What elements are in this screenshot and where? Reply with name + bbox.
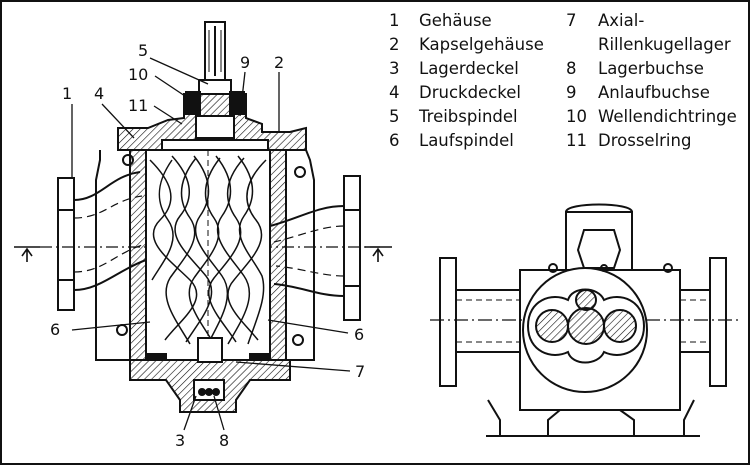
legend-number: 6 — [389, 131, 400, 150]
pressure-cover — [117, 91, 307, 151]
legend-label: Lagerdeckel — [419, 59, 519, 78]
callout-8: 8 — [219, 431, 230, 450]
legend-label: Drosselring — [598, 131, 692, 150]
callout-2: 2 — [274, 53, 285, 72]
legend-label: Lagerbuchse — [598, 59, 704, 78]
legend-item: 8 Lagerbuchse — [566, 57, 737, 81]
callout-6-left: 6 — [50, 320, 61, 339]
legend-label: Anlaufbuchse — [598, 83, 710, 102]
legend-item-continued: Rillenkugellager — [566, 33, 737, 57]
legend-item: 7 Axial- — [566, 9, 737, 33]
callout-7: 7 — [355, 362, 366, 381]
callout-11: 11 — [128, 96, 149, 115]
callout-5: 5 — [138, 41, 149, 60]
callout-10: 10 — [128, 65, 149, 84]
legend-number: 11 — [566, 131, 587, 150]
callout-9: 9 — [240, 53, 251, 72]
legend-number: 8 — [566, 59, 577, 78]
legend-item: 4 Druckdeckel — [389, 81, 544, 105]
legend-number: 2 — [389, 35, 400, 54]
legend-number: 9 — [566, 83, 577, 102]
legend-number: 3 — [389, 59, 400, 78]
housing-outline — [95, 149, 315, 361]
spindle-set — [149, 150, 267, 362]
leader-lines — [71, 57, 351, 431]
parts-legend-column-1: 1 Gehäuse 2 Kapselgehäuse 3 Lagerdeckel 4 Dr… — [389, 9, 544, 153]
parts-legend-column-2: 7 Axial- Rillenkugellager 8 Lagerbuchse 9 A… — [566, 9, 737, 153]
bearing-cover — [129, 337, 291, 413]
legend-item: 10 Wellendichtringe — [566, 105, 737, 129]
callout-1: 1 — [62, 84, 73, 103]
legend-label: Treibspindel — [419, 107, 518, 126]
callout-3: 3 — [175, 431, 186, 450]
legend-item: 11 Drosselring — [566, 129, 737, 153]
legend-number: 7 — [566, 11, 577, 30]
legend-label: Laufspindel — [419, 131, 514, 150]
legend-item: 9 Anlaufbuchse — [566, 81, 737, 105]
legend-item: 2 Kapselgehäuse — [389, 33, 544, 57]
legend-number: 10 — [566, 107, 587, 126]
legend-item: 5 Treibspindel — [389, 105, 544, 129]
legend-number: 1 — [389, 11, 400, 30]
legend-label: Kapselgehäuse — [419, 35, 544, 54]
legend-label: Axial- — [598, 11, 645, 30]
legend-number: 5 — [389, 107, 400, 126]
legend-number: 4 — [389, 83, 400, 102]
pump-section-view — [14, 21, 392, 431]
legend-label-continued: Rillenkugellager — [598, 35, 731, 54]
legend-item: 6 Laufspindel — [389, 129, 544, 153]
legend-label: Wellendichtringe — [598, 107, 737, 126]
legend-item: 3 Lagerdeckel — [389, 57, 544, 81]
legend-label: Druckdeckel — [419, 83, 521, 102]
legend-item: 1 Gehäuse — [389, 9, 544, 33]
legend-label: Gehäuse — [419, 11, 492, 30]
callout-6-right: 6 — [354, 325, 365, 344]
pump-cross-section-view — [430, 203, 740, 437]
callout-4: 4 — [94, 84, 105, 103]
